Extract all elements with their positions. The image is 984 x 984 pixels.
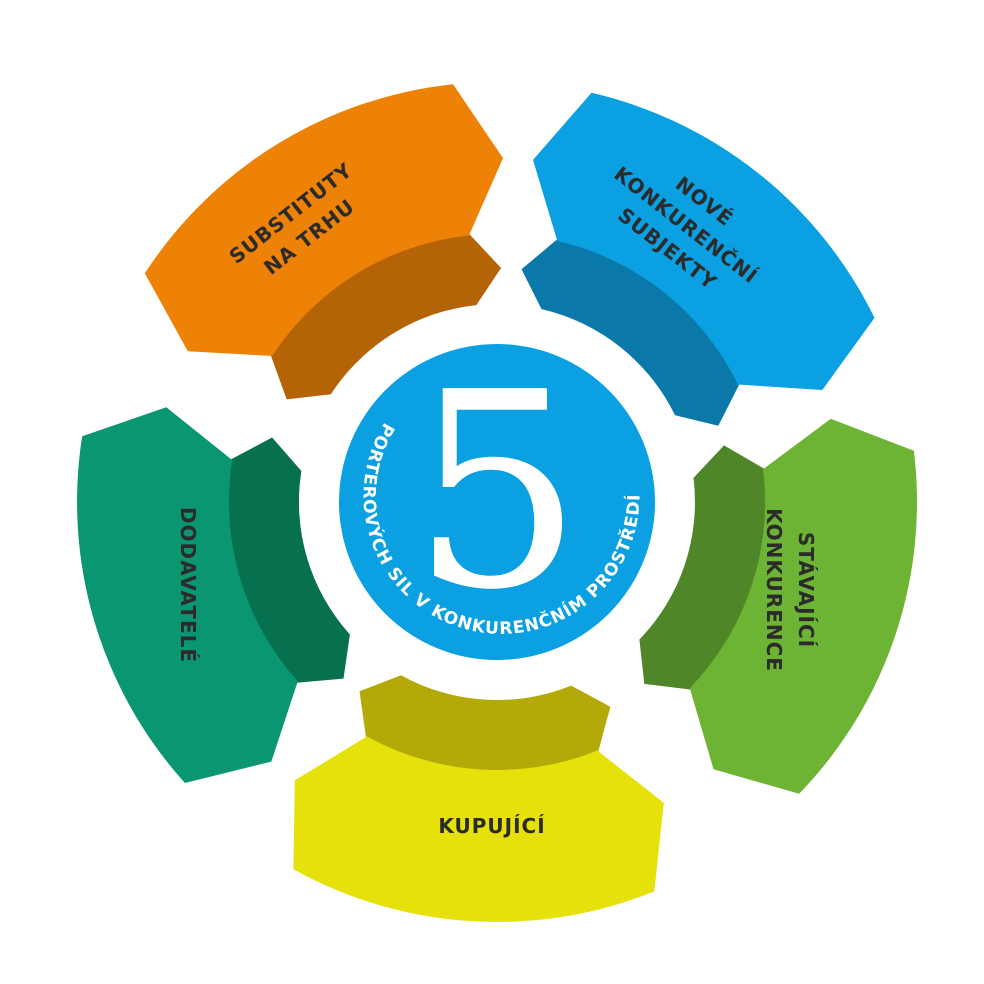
center-number: 5 — [411, 334, 583, 649]
segment-buyers-outer-band — [293, 736, 664, 922]
segment-substitutes-outer-band — [144, 84, 504, 357]
segment-buyers-label: KUPUJÍCÍ — [438, 814, 545, 838]
segment-competitors-label-line: STÁVAJÍCÍ — [794, 532, 818, 648]
segment-new-entrants-outer-band — [533, 92, 875, 391]
segment-suppliers-outer-band — [77, 407, 298, 783]
segment-competitors-label: STÁVAJÍCÍ KONKURENCE — [762, 508, 818, 672]
segment-buyers-label-line: KUPUJÍCÍ — [438, 814, 545, 838]
segment-competitors: STÁVAJÍCÍ KONKURENCE — [639, 418, 918, 794]
center-circle-group: PORTEROVÝCH SIL V KONKURENČNÍM PROSTŘEDÍ… — [331, 334, 663, 668]
segment-new-entrants: NOVÉKONKURENČNÍSUBJEKTY — [521, 92, 875, 426]
segment-new-entrants-inner-band — [521, 238, 740, 426]
segment-substitutes: SUBSTITUTYNA TRHU — [144, 84, 504, 400]
segment-substitutes-inner-band — [270, 233, 502, 400]
segment-suppliers-label-line: DODAVATELÉ — [176, 507, 200, 663]
center-disc — [339, 344, 655, 660]
segment-suppliers: DODAVATELÉ — [77, 407, 350, 783]
segment-suppliers-label: DODAVATELÉ — [176, 507, 200, 663]
segment-buyers-inner-band — [359, 675, 611, 772]
segment-buyers: KUPUJÍCÍ — [293, 675, 664, 922]
segment-competitors-label-line: KONKURENCE — [762, 508, 786, 672]
segment-competitors-outer-band — [689, 418, 918, 794]
segment-suppliers-inner-band — [226, 437, 350, 683]
